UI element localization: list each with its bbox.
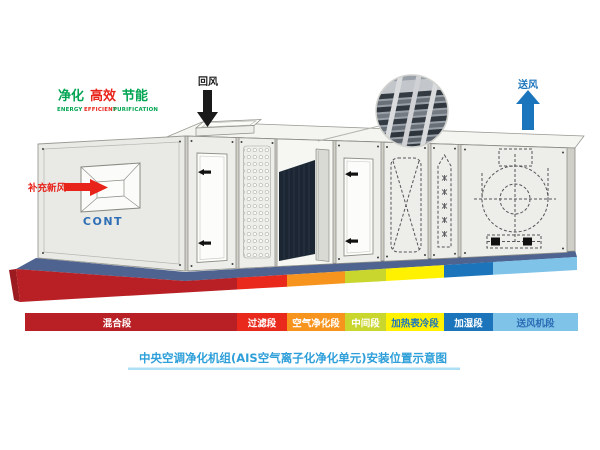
slogan-efficient: 高效 <box>90 88 117 104</box>
bar-seg-purify <box>287 313 345 331</box>
bar-label-middle: 中间段 <box>351 318 380 330</box>
bar-seg-middle <box>345 313 386 331</box>
supply-air-label: 送风 <box>517 78 538 91</box>
bar-label-purify: 空气净化段 <box>292 318 340 330</box>
middle-door-panel <box>335 140 382 265</box>
base-seg-humidify <box>444 262 493 278</box>
media-frame <box>315 148 330 262</box>
bar-seg-humidify <box>444 313 493 331</box>
base-seg-filter <box>237 274 287 290</box>
bar-seg-filter <box>237 313 287 331</box>
coil-outline-icon <box>390 157 422 253</box>
slogan-en-purification: PURIFICATION <box>113 107 158 113</box>
base-top-surface <box>16 250 577 281</box>
supply-air-arrow-icon <box>516 90 540 130</box>
base-endcap <box>9 269 20 302</box>
fan-motor-base-icon <box>486 234 542 249</box>
panel-screws <box>42 140 564 267</box>
filter-door-panel <box>187 135 237 272</box>
coil-panel <box>383 141 429 262</box>
bar-label-coil: 加热表冷段 <box>390 318 439 330</box>
door-handle-icon <box>345 171 358 245</box>
base-seg-coil <box>386 265 444 281</box>
fresh-air-label: 补充新风 <box>27 182 67 194</box>
door-insert <box>196 152 228 263</box>
fresh-air-louver <box>80 162 141 213</box>
caption-title: 中央空调净化机组(AIS空气离子化净化单元)安装位置示意图 <box>139 351 447 365</box>
base-platform <box>9 250 577 302</box>
base-seg-middle <box>345 268 386 284</box>
return-air-arrow-icon <box>197 90 218 127</box>
humidifier-panel <box>430 143 459 260</box>
section-label-bar: 混合段 过滤段 空气净化段 中间段 加热表冷段 加湿段 送风机段 <box>25 313 578 331</box>
base-seg-fan <box>493 256 577 275</box>
fresh-air-callout: 补充新风 <box>27 179 108 196</box>
base-seg-mixing <box>16 269 237 302</box>
door-handle-icon <box>198 169 211 247</box>
bar-seg-mixing <box>25 313 237 331</box>
ahu-unit: CONT <box>37 119 585 272</box>
supply-air-callout: 送风 <box>516 78 540 130</box>
bar-label-filter: 过滤段 <box>248 318 277 330</box>
caption-block: 中央空调净化机组(AIS空气离子化净化单元)安装位置示意图 <box>128 351 460 370</box>
slogan-block: 净化 高效 节能 ENERGY EFFICIENT PURIFICATION <box>57 88 158 113</box>
base-seg-purify <box>287 271 345 287</box>
return-air-curb <box>195 119 262 137</box>
return-air-label: 回风 <box>198 76 218 88</box>
fan-volute-icon <box>474 148 556 243</box>
bar-label-mixing: 混合段 <box>103 318 132 330</box>
photo-leader-line <box>317 124 384 142</box>
mixing-section-panel: CONT <box>37 135 186 272</box>
ionizer-media <box>279 160 315 261</box>
humidifier-outline-icon <box>437 154 452 248</box>
slogan-purify: 净化 <box>58 88 84 104</box>
ionizer-photo-inset <box>375 74 449 148</box>
purification-open-section <box>276 138 334 267</box>
fan-panel <box>460 144 568 259</box>
fresh-air-arrow-icon <box>64 179 108 196</box>
slogan-en-energy: ENERGY <box>57 107 82 113</box>
return-air-callout: 回风 <box>197 76 218 127</box>
brand-label: CONT <box>83 215 123 228</box>
caption-underline <box>128 367 460 370</box>
bar-seg-coil <box>386 313 444 331</box>
bar-label-humidify: 加湿段 <box>453 318 483 330</box>
slogan-energy: 节能 <box>122 88 148 104</box>
bar-seg-fan <box>493 313 578 331</box>
bar-label-fan: 送风机段 <box>515 318 555 330</box>
slogan-en-efficient: EFFICIENT <box>84 107 117 113</box>
door-insert <box>343 157 374 257</box>
perforated-panel <box>238 137 276 269</box>
